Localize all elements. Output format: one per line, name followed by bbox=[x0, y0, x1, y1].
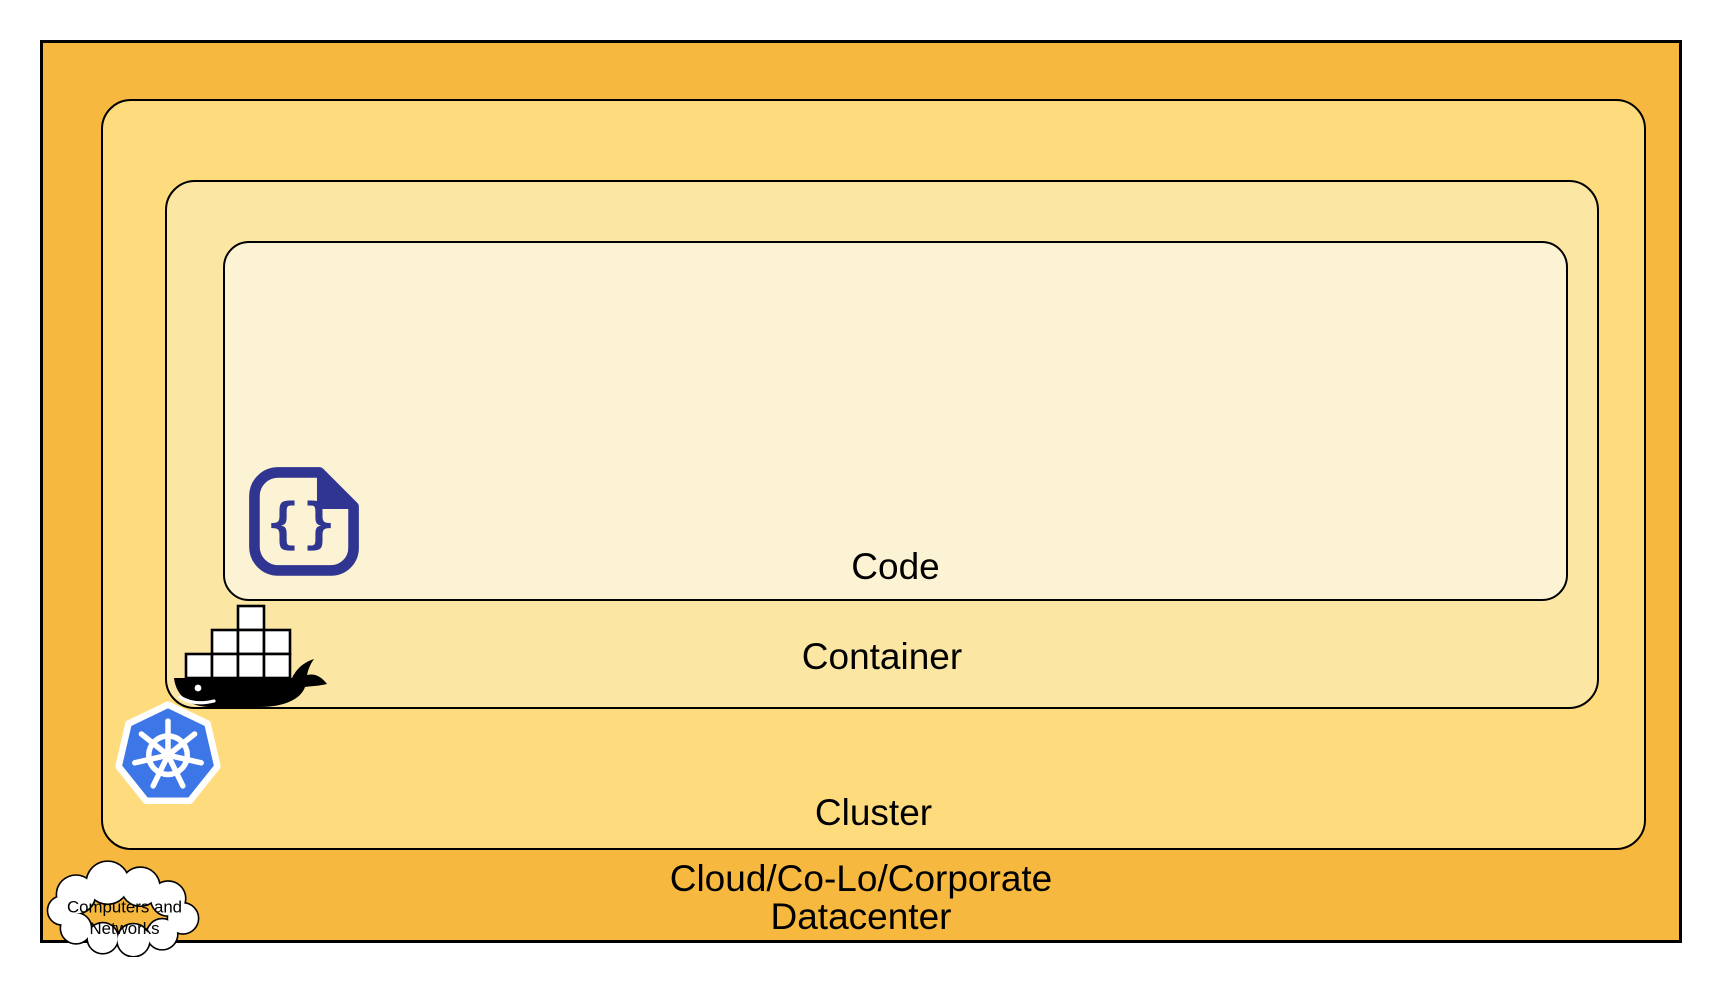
datacenter-label-line1: Cloud/Co-Lo/Corporate bbox=[669, 858, 1053, 899]
container-label: Container bbox=[801, 636, 963, 678]
code-braces-glyph: {} bbox=[267, 492, 339, 555]
code-layer-box: {} Code bbox=[223, 241, 1568, 601]
cloud-text-line2: Networks bbox=[89, 919, 159, 938]
code-label: Code bbox=[851, 546, 940, 588]
cluster-label: Cluster bbox=[814, 792, 933, 834]
kubernetes-helm-icon bbox=[113, 698, 223, 808]
cloud-text-line1: Computers and bbox=[67, 897, 182, 916]
code-file-icon: {} bbox=[245, 463, 363, 581]
cluster-layer-box: {} Code bbox=[101, 99, 1646, 850]
datacenter-label-line2: Datacenter bbox=[770, 896, 952, 937]
cloud-icon: Computers and Networks bbox=[46, 853, 210, 958]
docker-whale-icon bbox=[168, 600, 328, 710]
datacenter-layer-box: {} Code bbox=[40, 40, 1682, 958]
datacenter-label: Cloud/Co-Lo/Corporate Datacenter bbox=[43, 860, 1679, 936]
container-layer-box: {} Code bbox=[165, 180, 1599, 709]
